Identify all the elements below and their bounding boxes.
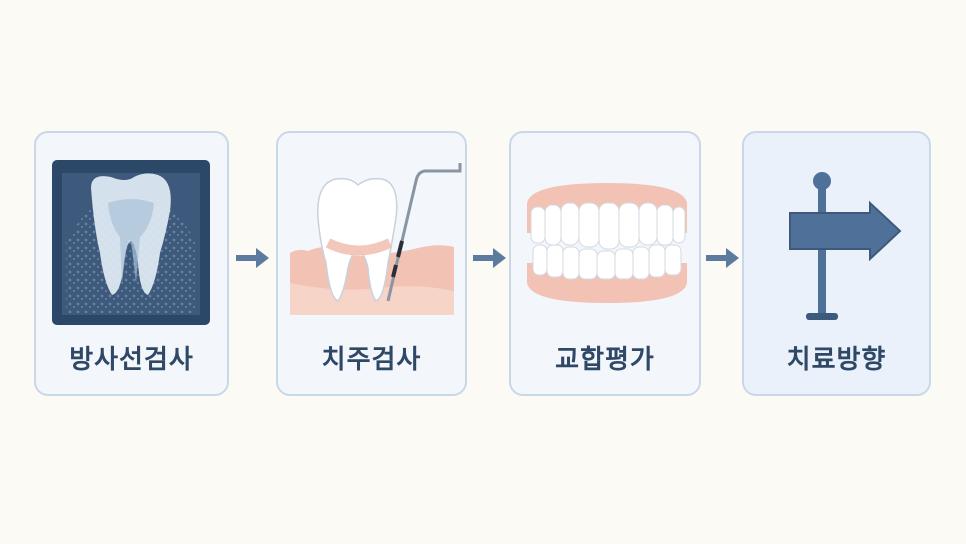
step-label: 치료방향 bbox=[786, 345, 887, 375]
arrow-right-icon bbox=[473, 248, 506, 268]
step-card-periodontal: 치주검사 bbox=[276, 131, 467, 396]
step-label: 치주검사 bbox=[321, 345, 422, 375]
arrow-right-icon bbox=[236, 248, 269, 268]
step-card-xray: 방사선검사 bbox=[34, 131, 229, 396]
step-card-treatment: 치료방향 bbox=[742, 131, 931, 396]
signpost-arrow-icon bbox=[789, 172, 902, 320]
occlusion-teeth-icon bbox=[527, 183, 687, 303]
arrow-right-icon bbox=[706, 248, 739, 268]
step-card-occlusion: 교합평가 bbox=[509, 131, 701, 396]
periodontal-probe-icon bbox=[290, 163, 462, 315]
step-label: 방사선검사 bbox=[69, 345, 194, 375]
step-label: 교합평가 bbox=[555, 345, 655, 375]
dental-xray-icon bbox=[52, 160, 210, 325]
